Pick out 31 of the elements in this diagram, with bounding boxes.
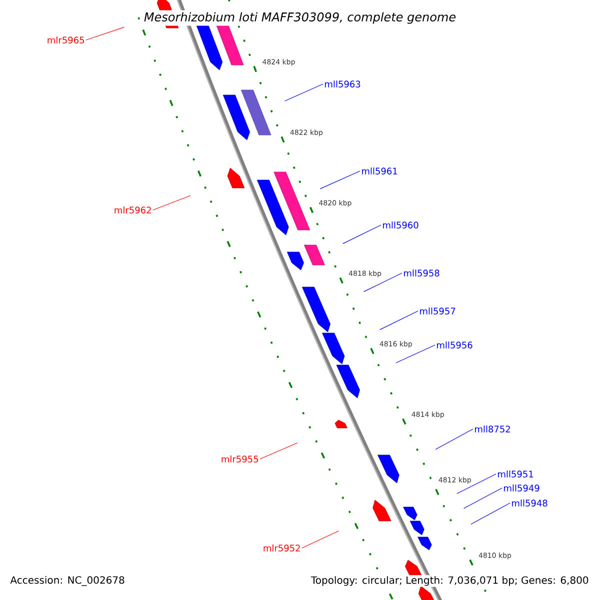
leader-line — [470, 502, 510, 524]
title: Mesorhizobium loti MAFF303099, complete genome — [142, 10, 458, 26]
leader-line — [320, 170, 360, 190]
leader-line — [342, 224, 382, 244]
gene-label: mll5957 — [420, 308, 456, 314]
gene-label: mll5960 — [383, 222, 418, 228]
gene-label: mll5948 — [512, 500, 548, 506]
gene-label: mlr5952 — [264, 544, 300, 552]
gene-label: mlr5955 — [222, 456, 258, 462]
gene-label: mlr5965 — [48, 36, 84, 44]
genome-stats: Topology: circular; Length: 7,036,071 bp; Genes: 6,800 — [310, 575, 590, 587]
gene-label: mll5951 — [498, 470, 534, 478]
leader-line — [364, 272, 402, 292]
gene-label: mll5956 — [437, 342, 472, 348]
gene-label: mll5963 — [325, 80, 360, 88]
leader-line — [284, 84, 324, 102]
gene-label: mll5958 — [404, 270, 440, 276]
leader-line — [396, 344, 436, 364]
leader-line — [152, 195, 191, 210]
leader-line — [464, 488, 502, 509]
leader-line — [260, 442, 298, 460]
gene-label: mll5961 — [362, 168, 398, 174]
gene-label: mlr5962 — [114, 206, 151, 214]
leader-line — [302, 530, 339, 548]
accession-label: Accession: NC_002678 — [9, 575, 126, 587]
leader-line — [435, 428, 474, 450]
leader-line — [380, 310, 418, 330]
leader-line — [456, 474, 496, 494]
gene-label: mll5949 — [504, 484, 540, 492]
leader-line — [86, 26, 124, 40]
gene-label: mll8752 — [475, 426, 510, 432]
